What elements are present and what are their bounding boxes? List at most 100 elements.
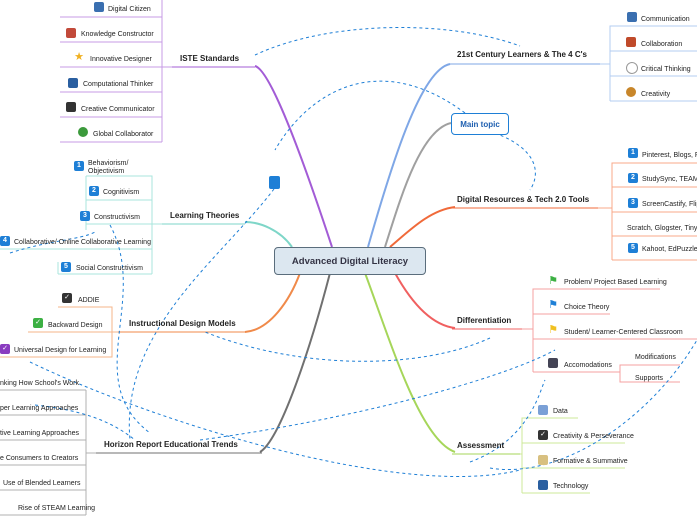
iste-item[interactable]: Innovative Designer [90,56,152,63]
horizon-item[interactable]: Use of Blended Learners [3,480,81,487]
relationship-assessment-accom [469,379,546,463]
checkbox-dark-icon: ✓ [538,430,548,440]
pencil-note-icon [538,455,548,465]
checkbox-dark-icon: ✓ [62,293,72,303]
iste-item[interactable]: Knowledge Constructor [81,31,154,38]
learning-item[interactable]: Behaviorism/ Objectivism [88,160,129,175]
checkbox-purple-icon: ✓ [0,344,10,354]
relationship-floating-digital [494,132,536,191]
bar-chart-icon [538,405,548,415]
branch-line-digital [389,206,456,248]
assessment-item[interactable]: Creativity & Perseverance [553,433,634,440]
presenter-icon [66,102,76,112]
branch-line-c21 [367,63,451,248]
branch-line-learning [244,221,293,248]
assessment-item[interactable]: Data [553,408,568,415]
iste-item[interactable]: Digital Citizen [108,6,151,13]
relationship-marker-horizon [128,188,275,441]
instructional-item[interactable]: Backward Design [48,322,103,329]
learning-item[interactable]: Constructivism [94,214,140,221]
branch-horizon-title[interactable]: Horizon Report Educational Trends [104,440,238,449]
learning-item[interactable]: Collaborative/ Online Collaborative Lear… [14,239,151,246]
c21-item[interactable]: Communication [641,16,690,23]
accomodations-sub-item[interactable]: Modifications [635,354,676,361]
c21-item[interactable]: Collaboration [641,41,683,48]
number-3-icon: 3 [80,211,90,221]
number-1-icon: 1 [628,148,638,158]
checkbox-green-icon: ✓ [33,318,43,328]
green-flag-icon: ⚑ [548,275,558,287]
digital-item[interactable]: Pinterest, Blogs, Fe [642,152,697,159]
horizon-item[interactable]: Rise of STEAM Learning [18,505,96,512]
star-icon: ★ [74,51,84,63]
computer-icon [68,78,78,88]
learning-item[interactable]: Social Constructivism [76,265,143,272]
floating-topic[interactable]: Main topic [451,113,509,135]
branch-line-horizon [259,272,331,453]
palette-icon [626,87,636,97]
c21-item[interactable]: Critical Thinking [641,66,691,73]
iste-item[interactable]: Creative Communicator [81,106,155,113]
instructional-item[interactable]: Universal Design for Learning [14,347,107,354]
branch-digital-title[interactable]: Digital Resources & Tech 2.0 Tools [457,195,590,204]
iste-item[interactable]: Computational Thinker [83,81,154,88]
relationship-udl-assessment [29,361,521,477]
relationship-collab-learning [9,231,96,254]
relationship-iste-c21 [254,27,521,56]
learning-item[interactable]: Cognitivism [103,189,140,196]
blue-marker-icon [269,176,280,189]
globe-icon [78,127,88,137]
relationship-horizon-left [34,404,136,441]
relationship-floating-horizon [274,80,466,151]
horizon-item[interactable]: e Consumers to Creators [0,455,79,462]
relationship-differentiation-instructional [204,331,491,362]
branch-differentiation-title[interactable]: Differentiation [457,316,512,325]
horizon-item[interactable]: nking How School's Work [0,380,80,387]
speech-bubble-icon [626,62,638,74]
branch-instructional-title[interactable]: Instructional Design Models [129,319,236,328]
horizon-item[interactable]: tive Learning Approaches [0,430,79,437]
branch-c21-title[interactable]: 21st Century Learners & The 4 C's [457,50,587,59]
number-2-icon: 2 [89,186,99,196]
branch-iste-title[interactable]: ISTE Standards [180,54,240,63]
relationship-learning-horizon [109,224,151,434]
digital-item[interactable]: StudySync, TEAMs, [642,176,697,183]
assessment-item[interactable]: Formative & Summative [553,458,628,465]
iste-item[interactable]: Global Collaborator [93,131,154,138]
horizon-item[interactable]: per Learning Approaches [0,405,79,412]
branch-line-differentiation [394,272,456,329]
branch-line-iste [254,65,333,248]
blue-flag-icon: ⚑ [548,299,558,311]
differentiation-item[interactable]: Accomodations [564,362,612,369]
digital-item[interactable]: ScreenCastify, Flipg [642,201,697,208]
branch-learning-title[interactable]: Learning Theories [170,211,240,220]
line-to-floating [384,122,452,248]
relationship-horizon-differentiation [199,349,556,441]
books-icon [66,28,76,38]
people-icon [626,37,636,47]
yellow-flag-icon: ⚑ [548,324,558,336]
floating-topic-label: Main topic [460,119,500,129]
number-4-icon: 4 [0,236,10,246]
digital-item[interactable]: Scratch, Glogster, TinyTa [627,225,697,232]
assessment-item[interactable]: Technology [553,483,589,490]
number-5-icon: 5 [61,262,71,272]
phone-icon [627,12,637,22]
branch-line-instructional [244,272,301,333]
number-5-icon: 5 [628,243,638,253]
instructional-item[interactable]: ADDIE [78,297,100,304]
number-1-icon: 1 [74,161,84,171]
people-icon [548,358,558,368]
computer-icon [538,480,548,490]
central-topic[interactable]: Advanced Digital Literacy [274,247,426,275]
c21-item[interactable]: Creativity [641,91,671,98]
differentiation-item[interactable]: Student/ Learner-Centered Classroom [564,329,683,336]
central-topic-label: Advanced Digital Literacy [291,255,409,267]
monitor-icon [94,2,104,12]
differentiation-item[interactable]: Problem/ Project Based Learning [564,279,667,286]
digital-item[interactable]: Kahoot, EdPuzzle, 3 [642,246,697,253]
branch-assessment-title[interactable]: Assessment [457,441,505,450]
branch-line-assessment [364,272,456,453]
accomodations-sub-item[interactable]: Supports [635,375,664,382]
differentiation-item[interactable]: Choice Theory [564,304,610,311]
